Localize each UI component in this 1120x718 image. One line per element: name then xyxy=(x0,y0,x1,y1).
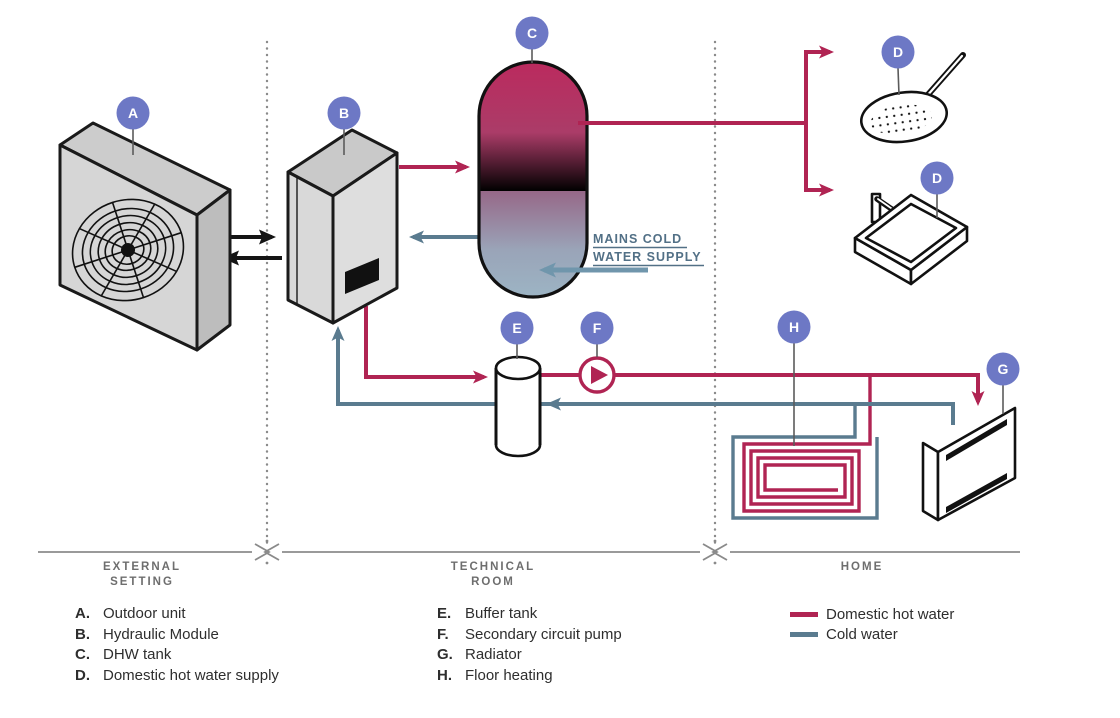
legend-label: Buffer tank xyxy=(465,605,538,622)
hot-water-line-buffer-to-radiator xyxy=(540,373,985,406)
section-label-home: HOME xyxy=(841,561,884,573)
radiator xyxy=(921,406,1017,522)
legend-label: Secondary circuit pump xyxy=(465,625,622,643)
legend-label: Hydraulic Module xyxy=(103,625,219,643)
legend-column-2: E. Buffer tank F. Secondary circuit pump G… xyxy=(437,604,622,686)
sink-icon xyxy=(853,192,969,286)
hot-water-swatch xyxy=(790,612,818,618)
hot-water-distribution-lines xyxy=(578,45,834,197)
cold-water-swatch xyxy=(790,631,818,637)
buffer-tank xyxy=(494,355,542,458)
zone-baseline xyxy=(38,539,1020,565)
break-mark-icon xyxy=(254,539,280,565)
section-label-technical-1: TECHNICAL xyxy=(451,561,535,573)
badge-radiator: G xyxy=(986,352,1020,386)
line-legend: Domestic hot water Cold water xyxy=(790,605,954,644)
legend-label: Radiator xyxy=(465,646,522,664)
hydraulic-module xyxy=(286,128,399,325)
legend-label: Floor heating xyxy=(465,666,553,684)
fan-icon xyxy=(71,198,185,302)
legend-item: G. Radiator xyxy=(437,645,622,666)
legend-key: A. xyxy=(75,605,90,622)
svg-text:G: G xyxy=(998,361,1009,377)
legend-line-hot: Domestic hot water xyxy=(790,605,954,625)
badge-dhw-tank: C xyxy=(515,16,549,50)
legend-item: C. DHW tank xyxy=(75,645,279,666)
legend-item: E. Buffer tank xyxy=(437,604,622,625)
legend-key: E. xyxy=(437,605,452,622)
break-mark-icon xyxy=(702,539,728,565)
outdoor-unit xyxy=(58,121,232,352)
module-display xyxy=(345,258,379,294)
legend-key: D. xyxy=(75,666,90,684)
badge-floor-heating: H xyxy=(777,310,811,344)
floor-heating-coil-cold xyxy=(731,404,879,520)
legend-key: C. xyxy=(75,646,90,664)
cold-water-return-line xyxy=(331,326,955,425)
legend-key: F. xyxy=(437,625,449,643)
legend-item: D. Domestic hot water supply xyxy=(75,666,279,687)
svg-text:H: H xyxy=(789,319,799,335)
badge-hydraulic-module: B xyxy=(327,96,361,130)
svg-text:A: A xyxy=(128,105,138,121)
badge-pump: F xyxy=(580,311,614,345)
mains-cold-label-line2: WATER SUPPLY xyxy=(593,250,702,264)
badge-outdoor-unit: A xyxy=(116,96,150,130)
svg-text:D: D xyxy=(932,170,942,186)
legend-key: G. xyxy=(437,646,453,664)
legend-item: H. Floor heating xyxy=(437,666,622,687)
dhw-tank xyxy=(477,60,589,299)
legend-item: A. Outdoor unit xyxy=(75,604,279,625)
mains-cold-label-line1: MAINS COLD xyxy=(593,232,682,246)
legend-label: DHW tank xyxy=(103,646,172,664)
shower-head-icon xyxy=(859,52,966,144)
section-label-external-2: SETTING xyxy=(110,576,174,588)
floor-heating-coil-hot xyxy=(742,375,872,513)
badge-shower: D xyxy=(881,35,915,69)
legend-line-label: Cold water xyxy=(826,625,898,643)
hot-water-line-module-to-buffer xyxy=(364,306,488,384)
svg-text:F: F xyxy=(593,320,602,336)
legend-column-1: A. Outdoor unit B. Hydraulic Module C. DHW … xyxy=(75,604,279,686)
legend-key: H. xyxy=(437,666,452,684)
legend-line-label: Domestic hot water xyxy=(826,606,955,623)
section-label-external-1: EXTERNAL xyxy=(103,561,181,573)
legend-key: B. xyxy=(75,625,90,643)
pump-icon xyxy=(578,356,616,394)
mains-cold-supply-label: MAINS COLD WATER SUPPLY xyxy=(593,232,704,267)
badge-stems xyxy=(132,49,1004,446)
legend-label: Outdoor unit xyxy=(103,605,186,622)
legend-label: Domestic hot water supply xyxy=(103,666,279,684)
legend-item: F. Secondary circuit pump xyxy=(437,625,622,646)
svg-text:C: C xyxy=(527,25,537,41)
badge-sink: D xyxy=(920,161,954,195)
svg-text:D: D xyxy=(893,44,903,60)
legend-item: B. Hydraulic Module xyxy=(75,625,279,646)
legend-line-cold: Cold water xyxy=(790,625,954,645)
svg-text:B: B xyxy=(339,105,349,121)
section-label-technical-2: ROOM xyxy=(471,576,515,588)
badge-buffer-tank: E xyxy=(500,311,534,345)
svg-text:E: E xyxy=(512,320,521,336)
